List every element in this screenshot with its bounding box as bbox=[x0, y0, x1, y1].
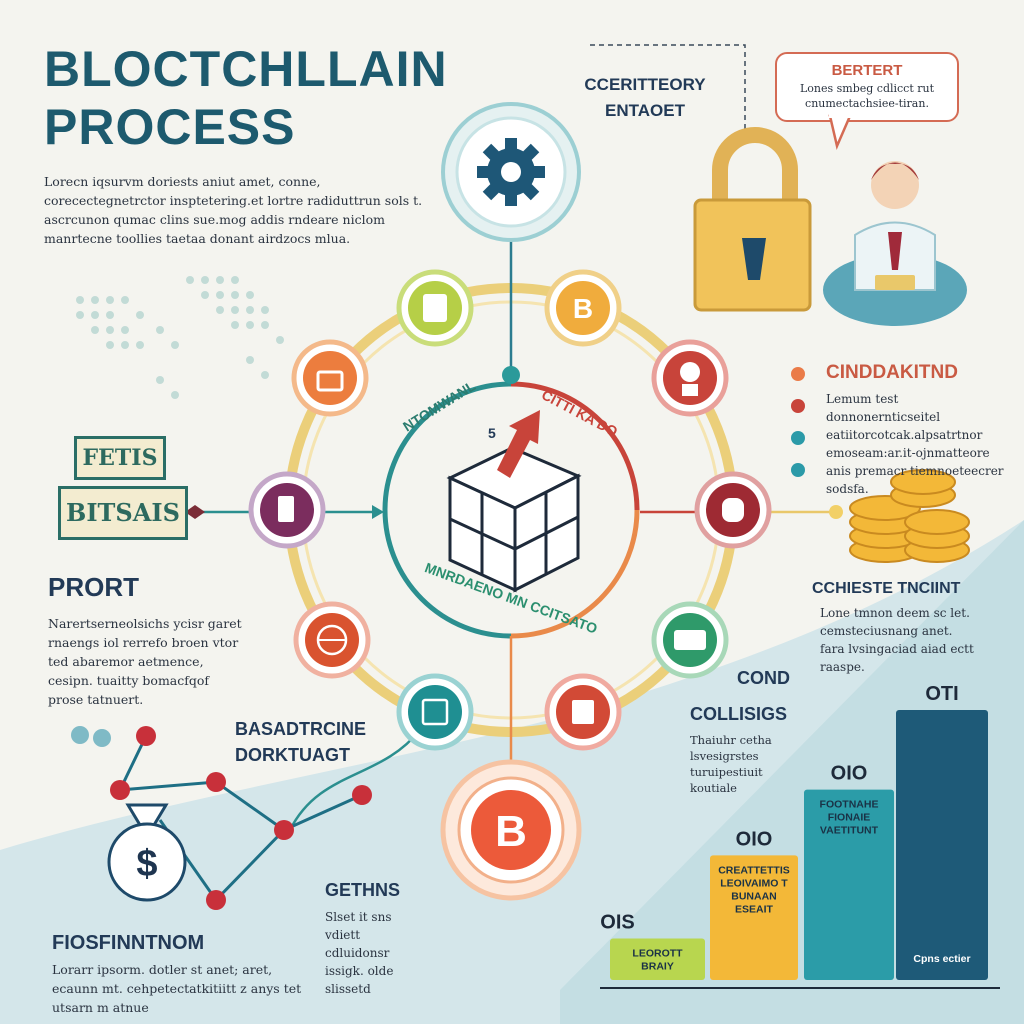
bottom-left-heading: FIOSFINNTNOM bbox=[52, 932, 205, 954]
bottom-mid-text: Slset it sns vdiett cdluidonsr issigk. o… bbox=[325, 910, 394, 996]
gear-icon bbox=[477, 138, 545, 206]
left-heading: PRORT bbox=[48, 572, 139, 602]
node-lock-orange[interactable] bbox=[291, 339, 369, 417]
bubble-tail bbox=[828, 114, 853, 150]
node-doc-red[interactable] bbox=[544, 673, 622, 751]
person-icon bbox=[823, 161, 967, 326]
middle-left-heading: BASADTRCINE DORKTUAGT bbox=[235, 719, 367, 765]
bubble-title: BERTERT bbox=[831, 62, 903, 79]
top-center-label: CCERITTEORY ENTAOET bbox=[584, 75, 706, 120]
node-shop-maroon[interactable] bbox=[694, 471, 772, 549]
center-number: 5 bbox=[488, 425, 496, 441]
bubble-text: Lones smbeg cdlicct rut cnumectachsiee-t… bbox=[799, 82, 935, 110]
left-text: Narertserneolsichs ycisr garet rnaengs i… bbox=[48, 616, 242, 707]
right-text-1: Lemum test donnonernticseitel eatiitorco… bbox=[826, 392, 1004, 496]
money-bag-icon: $ bbox=[107, 803, 187, 902]
right-text-2: Lone tmnon deem sc let. cemsteciusnang a… bbox=[820, 606, 974, 674]
right-heading-4: COLLISIGS bbox=[690, 704, 788, 724]
title-line-2: PROCESS bbox=[44, 99, 296, 155]
node-bitcoin-yellow[interactable]: B bbox=[544, 269, 622, 347]
bottom-left-text: Lorarr ipsorm. dotler st anet; aret, eca… bbox=[52, 962, 302, 1015]
node-globe-red[interactable] bbox=[293, 601, 371, 679]
bar-top-label-2: OIO bbox=[736, 828, 773, 850]
bullet-dots bbox=[791, 367, 805, 477]
node-network-teal[interactable] bbox=[396, 673, 474, 751]
bar-1 bbox=[610, 938, 705, 980]
right-text-4: Thaiuhr cetha lsvesigrstes turuipestiuit… bbox=[690, 733, 772, 795]
lock-icon bbox=[693, 127, 812, 312]
title-line-1: BLOCTCHLLAIN bbox=[44, 41, 448, 97]
bottom-mid-heading: GETHNS bbox=[325, 880, 401, 900]
bitcoin-icon[interactable]: B bbox=[440, 759, 582, 901]
node-person-red[interactable] bbox=[651, 339, 729, 417]
bar-3 bbox=[804, 789, 894, 980]
bar-4 bbox=[896, 710, 988, 980]
svg-text:$: $ bbox=[136, 843, 157, 885]
node-wallet[interactable] bbox=[396, 269, 474, 347]
box-label-2: BITSAIS bbox=[58, 486, 188, 540]
bar-top-label-3: OIO bbox=[831, 763, 868, 785]
cube-icon bbox=[446, 446, 582, 593]
coin-stack-icon bbox=[849, 469, 970, 563]
speech-bubble: BERTERT Lones smbeg cdlicct rut cnumecta… bbox=[775, 52, 959, 122]
node-cash-green[interactable] bbox=[651, 601, 729, 679]
world-map-dots bbox=[76, 276, 284, 399]
right-heading-2: CCHIESTE TNCIINT bbox=[812, 580, 961, 597]
right-heading-1: CINDDAKITND bbox=[826, 362, 958, 383]
bar-label-4: Cpns ectier bbox=[913, 953, 970, 965]
page-title: BLOCTCHLLAIN PROCESS bbox=[44, 40, 448, 156]
bar-top-label-4: OTI bbox=[925, 683, 958, 705]
node-device-purple[interactable] bbox=[248, 471, 326, 549]
svg-text:B: B bbox=[573, 293, 593, 324]
intro-paragraph: Lorecn iqsurvm doriests aniut amet, conn… bbox=[44, 174, 423, 246]
svg-text:B: B bbox=[495, 807, 527, 856]
upload-arrow-icon bbox=[497, 410, 540, 478]
bar-2 bbox=[710, 855, 798, 980]
right-heading-3: COND bbox=[737, 668, 790, 688]
bar-top-label-1: OIS bbox=[600, 911, 634, 933]
box-label-1: FETIS bbox=[74, 436, 166, 480]
